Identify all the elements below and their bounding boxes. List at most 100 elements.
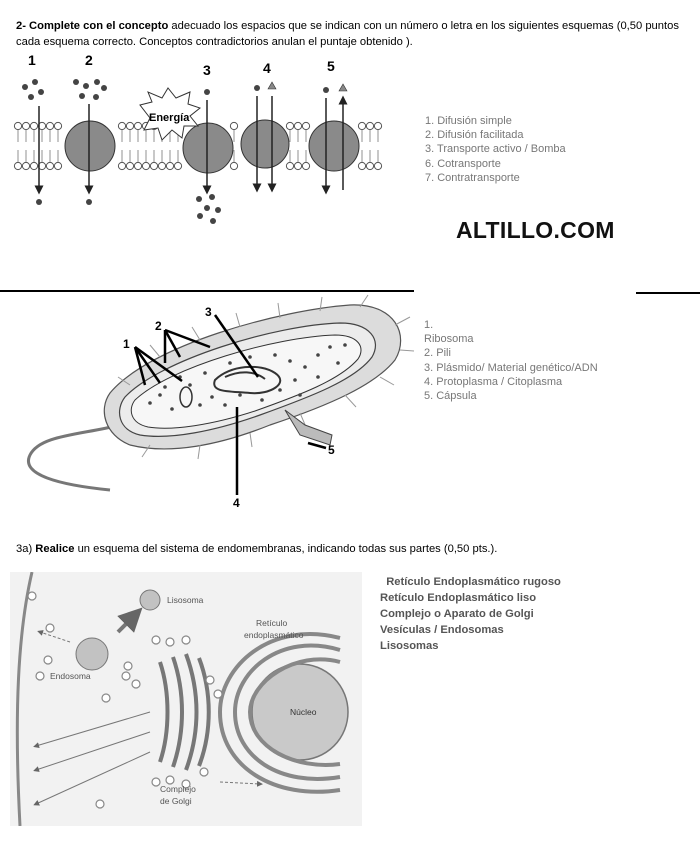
label-endosoma: Endosoma	[50, 671, 91, 681]
pilus	[319, 296, 323, 312]
bacteria-answer: 1.	[424, 319, 434, 331]
membrane-answer: 6. Cotransporte	[425, 157, 501, 170]
phospholipid-head	[13, 121, 23, 131]
membrane-number-2: 2	[85, 52, 93, 68]
plasma-membrane	[15, 572, 34, 826]
membrane-answer-list: 1. Difusión simple 2. Difusión facilitad…	[425, 114, 566, 185]
label-reticulo-1: Retículo	[256, 618, 287, 628]
phospholipid-head	[293, 121, 303, 131]
phospholipid-head	[357, 161, 367, 171]
phospholipid-head	[149, 161, 159, 171]
label-lines	[133, 314, 327, 495]
bacteria-answer: 3. Plásmido/ Material genético/ADN	[424, 361, 598, 374]
endosome-icon	[75, 637, 109, 671]
endomembrane-diagram: Lisosoma Retículo endoplasmático Endosom…	[10, 572, 362, 826]
label-reticulo-2: endoplasmático	[244, 630, 304, 640]
phospholipid-head	[301, 121, 311, 131]
ribosome	[293, 378, 297, 382]
phospholipid-head	[133, 161, 143, 171]
endoplasmic-reticulum	[217, 632, 341, 794]
phospholipid-head	[301, 161, 311, 171]
membrane-transport-diagram: 1 2 3 4 5 Energía	[13, 52, 383, 224]
nucleoid-dna	[213, 365, 282, 395]
ribosome	[316, 375, 320, 379]
phospholipid-head	[45, 121, 55, 131]
membrane-answer: 3. Transporte activo / Bomba	[425, 143, 566, 156]
vesicle-arrows	[33, 630, 263, 806]
ribosome	[148, 401, 152, 405]
label-golgi-2: de Golgi	[160, 796, 192, 806]
ribosome	[203, 371, 207, 375]
phospholipid-head	[365, 121, 375, 131]
ribosome	[328, 345, 332, 349]
lysosome-icon	[139, 589, 161, 611]
pilus	[399, 349, 415, 352]
phospholipid-head	[53, 121, 63, 131]
ribosome	[210, 395, 214, 399]
ribosome	[288, 359, 292, 363]
phospholipid-head	[125, 161, 135, 171]
question-3a-text: 3a) Realice un esquema del sistema de en…	[16, 543, 497, 555]
endo-answer: Retículo Endoplasmático rugoso	[380, 576, 561, 588]
phospholipid-head	[45, 161, 55, 171]
brand-watermark: ALTILLO.COM	[456, 217, 615, 243]
energy-label: Energía	[149, 112, 190, 124]
transport-arrows	[34, 95, 348, 195]
pilus	[141, 444, 151, 458]
bacteria-answer: 4. Protoplasma / Citoplasma	[424, 375, 563, 388]
flagellum	[27, 423, 121, 492]
ribosome	[223, 403, 227, 407]
ribosome	[316, 353, 320, 357]
question-2-body: adecuado los espacios que se indican con…	[16, 20, 679, 48]
cotransport-protein-4	[240, 119, 290, 169]
pilus	[394, 316, 411, 326]
pilus	[149, 344, 161, 358]
phospholipid-head	[117, 121, 127, 131]
energy-burst-icon	[139, 87, 202, 141]
vesicles	[27, 591, 223, 809]
membrane-number-4: 4	[263, 60, 271, 76]
lysosome-arrow	[116, 607, 143, 634]
ribosome	[336, 361, 340, 365]
phospholipid-head	[173, 161, 183, 171]
phospholipid-head	[373, 121, 383, 131]
bacteria-label-2: 2	[155, 319, 162, 333]
phospholipid-head	[125, 121, 135, 131]
endo-answer: Retículo Endoplasmático liso	[380, 592, 537, 604]
ribosome	[248, 355, 252, 359]
triangle-solute-4	[267, 81, 277, 90]
phospholipid-head	[21, 161, 31, 171]
endomembrane-answer-list: Retículo Endoplasmático rugoso Retículo …	[380, 574, 561, 654]
pilus	[197, 444, 201, 460]
phospholipid-head	[229, 161, 239, 171]
ribosomes	[148, 343, 347, 411]
bacteria-diagram: 1 2 3 4 5	[0, 290, 415, 510]
pilus	[191, 326, 201, 341]
ribosome	[273, 353, 277, 357]
bacteria-answer: 2. Pili	[424, 347, 451, 360]
pilus	[277, 302, 281, 319]
pilus	[344, 394, 357, 408]
bacteria-label-3: 3	[205, 305, 212, 319]
membrane-answer: 1. Difusión simple	[425, 115, 512, 127]
phospholipid-head	[29, 161, 39, 171]
ribosome	[303, 365, 307, 369]
phospholipid-head	[373, 161, 383, 171]
phospholipid-head	[13, 161, 23, 171]
phospholipid-head	[229, 121, 239, 131]
endo-answer: Complejo o Aparato de Golgi	[380, 608, 534, 620]
bacteria-answer: Ribosoma	[424, 333, 474, 346]
plasmid	[179, 386, 193, 408]
membrane-answer: 7. Contratransporte	[425, 171, 520, 184]
endo-answer: Vesículas / Endosomas	[380, 624, 504, 636]
bacteria-label-5: 5	[328, 443, 335, 457]
ribosome	[238, 393, 242, 397]
phospholipid-head	[53, 161, 63, 171]
ribosome	[198, 403, 202, 407]
carrier-protein-2	[64, 120, 116, 172]
phospholipid-head	[141, 161, 151, 171]
question-3a-prefix: 3a)	[16, 543, 36, 555]
ribosome	[278, 388, 282, 392]
question-3a-bold: Realice	[35, 543, 75, 555]
pilus	[117, 376, 131, 386]
